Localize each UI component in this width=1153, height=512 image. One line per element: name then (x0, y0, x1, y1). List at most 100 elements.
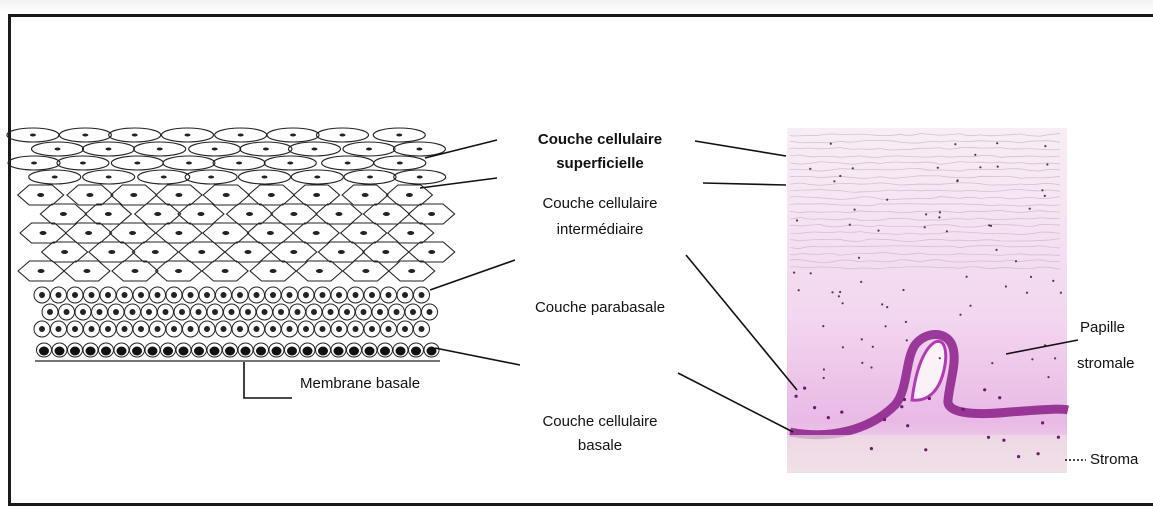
nucleus-dot (1029, 208, 1031, 210)
cell-nucleus (163, 347, 173, 356)
cell-nucleus (349, 347, 359, 356)
cell-nucleus (290, 134, 296, 137)
cell-nucleus (122, 326, 128, 332)
nucleus-dot (883, 418, 886, 421)
nucleus-dot (809, 168, 811, 170)
cell-nucleus (117, 347, 127, 356)
nucleus-dot (798, 289, 800, 291)
nucleus-dot (838, 295, 840, 297)
nucleus-dot (1047, 376, 1049, 378)
cell-nucleus (204, 326, 210, 332)
nucleus-dot (839, 291, 841, 293)
cell-nucleus (278, 309, 284, 315)
nucleus-dot (979, 166, 981, 168)
nucleus-dot (998, 396, 1001, 399)
cell-nucleus (238, 134, 244, 137)
cell-nucleus (394, 309, 400, 315)
cell-nucleus (129, 231, 136, 235)
cell-nucleus (171, 326, 177, 332)
nucleus-dot (959, 314, 961, 316)
cell-nucleus (55, 347, 65, 356)
cell-nucleus (237, 326, 243, 332)
nucleus-dot (803, 387, 806, 390)
cell-nucleus (362, 269, 369, 273)
cell-nucleus (38, 269, 45, 273)
cell-nucleus (320, 292, 326, 298)
cell-nucleus (287, 326, 293, 332)
nucleus-dot (987, 436, 990, 439)
cell-nucleus (60, 212, 67, 216)
nucleus-dot (974, 154, 976, 156)
cell-nucleus (287, 292, 293, 298)
histology-image (787, 128, 1068, 473)
cell-nucleus (212, 148, 218, 151)
cell-nucleus (254, 292, 260, 298)
cell-nucleus (39, 347, 49, 356)
label-parabasal: Couche parabasale (495, 296, 705, 320)
cell-nucleus (64, 309, 70, 315)
cell-nucleus (287, 162, 293, 165)
cell-nucleus (361, 309, 367, 315)
cell-nucleus (344, 309, 350, 315)
nucleus-dot (1057, 436, 1060, 439)
cell-nucleus (287, 347, 297, 356)
nucleus-dot (870, 366, 872, 368)
cell-nucleus (246, 212, 253, 216)
label-superficial-line2: superficielle (505, 152, 695, 176)
label-superficial-line1: Couche cellulaire (505, 128, 695, 152)
schematic-epithelium (7, 128, 455, 370)
cell-nucleus (208, 176, 214, 179)
cell-nucleus (197, 212, 204, 216)
nucleus-dot (905, 321, 907, 323)
nucleus-dot (900, 405, 903, 408)
nucleus-dot (886, 306, 888, 308)
cell-nucleus (303, 326, 309, 332)
nucleus-dot (793, 272, 795, 274)
nucleus-dot (939, 211, 941, 213)
cell-nucleus (267, 231, 274, 235)
cell-nucleus (369, 326, 375, 332)
cell-nucleus (80, 309, 86, 315)
nucleus-dot (983, 388, 986, 391)
cell-nucleus (175, 193, 182, 197)
cell-nucleus (268, 193, 275, 197)
cell-nucleus (82, 134, 88, 137)
cell-nucleus (334, 347, 344, 356)
cell-nucleus (196, 309, 202, 315)
nucleus-dot (969, 305, 971, 307)
cell-nucleus (105, 148, 111, 151)
cell-nucleus (411, 347, 421, 356)
cell-nucleus (336, 292, 342, 298)
cell-nucleus (295, 309, 301, 315)
nucleus-dot (1030, 276, 1032, 278)
nucleus-dot (881, 303, 883, 305)
cell-nucleus (369, 292, 375, 298)
cell-nucleus (383, 212, 390, 216)
cell-nucleus (130, 193, 137, 197)
cell-nucleus (316, 269, 323, 273)
cell-nucleus (171, 292, 177, 298)
cell-nucleus (419, 326, 425, 332)
cell-nucleus (194, 347, 204, 356)
cell-nucleus (396, 347, 406, 356)
cell-nucleus (402, 292, 408, 298)
nucleus-dot (1060, 292, 1062, 294)
cell-nucleus (410, 309, 416, 315)
nucleus-dot (854, 209, 856, 211)
nucleus-dot (810, 272, 812, 274)
nucleus-dot (1044, 145, 1046, 147)
cell-nucleus (313, 193, 320, 197)
cell-nucleus (47, 309, 53, 315)
cell-nucleus (132, 134, 138, 137)
cell-nucleus (386, 292, 392, 298)
nucleus-dot (938, 216, 940, 218)
nucleus-dot (849, 224, 851, 226)
nucleus-dot (925, 213, 927, 215)
cell-nucleus (419, 292, 425, 298)
nucleus-dot (1054, 357, 1056, 359)
nucleus-dot (858, 257, 860, 259)
cell-nucleus (353, 326, 359, 332)
nucleus-dot (906, 339, 908, 341)
cell-nucleus (132, 347, 142, 356)
cell-nucleus (313, 231, 320, 235)
